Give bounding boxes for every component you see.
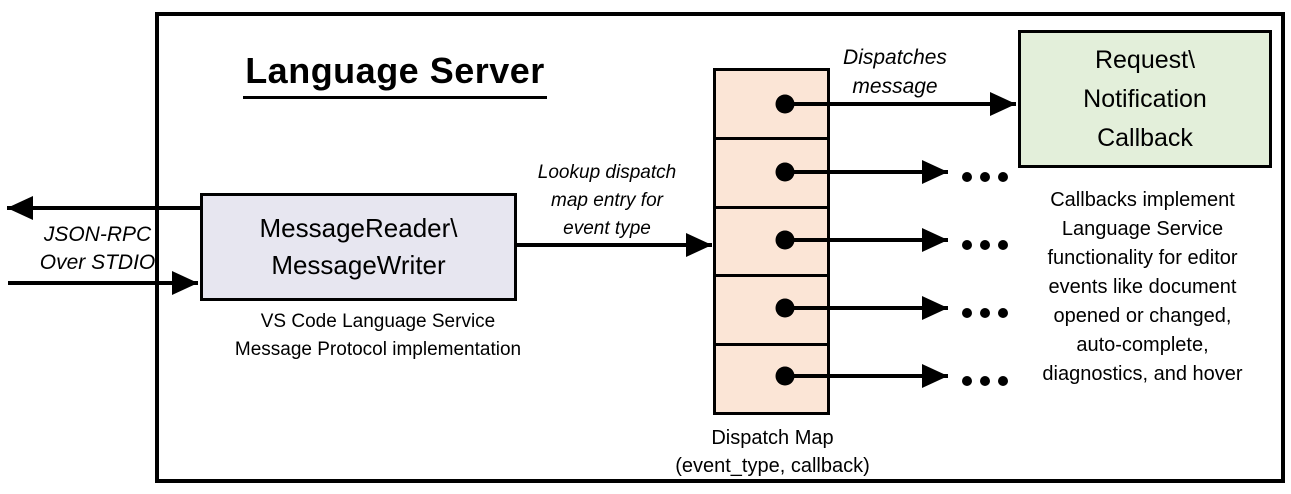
message-box-caption-line: Message Protocol implementation — [234, 339, 522, 360]
dispatch-map-label: Dispatch Map (event_type, callback) — [655, 424, 890, 480]
lookup-dispatch-label-line: event type — [563, 218, 651, 239]
dispatch-map-cell — [716, 277, 827, 347]
json-rpc-label-line: JSON-RPC — [43, 223, 152, 246]
callbacks-note-line: functionality for editor — [1047, 247, 1238, 269]
request-notification-callback-box: Request\ Notification Callback — [1018, 30, 1272, 168]
dispatch-map-label-line: Dispatch Map — [711, 427, 834, 449]
lookup-dispatch-label-line: Lookup dispatch — [537, 162, 677, 183]
callback-box-line: Notification — [1083, 84, 1207, 113]
callbacks-note-line: diagnostics, and hover — [1042, 363, 1243, 385]
callbacks-note-line: events like document — [1048, 276, 1237, 298]
dispatch-map-label-line: (event_type, callback) — [675, 455, 870, 477]
dispatch-map-cell — [716, 71, 827, 140]
diagram-title-text: Language Server — [243, 50, 547, 99]
message-box-line: MessageWriter — [271, 250, 446, 280]
callbacks-note: Callbacks implement Language Service fun… — [1005, 186, 1280, 389]
dispatches-message-label-line: Dispatches — [843, 46, 947, 69]
callbacks-note-line: opened or changed, — [1053, 305, 1232, 327]
lookup-dispatch-label: Lookup dispatch map entry for event type — [517, 159, 697, 243]
dispatches-message-label: Dispatches message — [830, 43, 960, 101]
dispatch-map — [713, 68, 830, 415]
lookup-dispatch-label-line: map entry for — [551, 190, 663, 211]
diagram-title: Language Server — [230, 50, 560, 99]
dispatch-map-cell — [716, 139, 827, 209]
callback-box-line: Callback — [1097, 123, 1193, 152]
callback-box-line: Request\ — [1094, 45, 1196, 74]
json-rpc-label-line: Over STDIO — [39, 251, 156, 274]
message-box-line: MessageReader\ — [259, 213, 458, 243]
message-box-caption-line: VS Code Language Service — [260, 311, 496, 332]
message-box-caption: VS Code Language Service Message Protoco… — [193, 308, 563, 364]
dispatch-map-cell — [716, 208, 827, 278]
dispatch-map-cell — [716, 346, 827, 412]
callbacks-note-line: auto-complete, — [1076, 334, 1209, 356]
json-rpc-label: JSON-RPC Over STDIO — [15, 221, 180, 277]
dispatches-message-label-line: message — [852, 75, 938, 98]
message-reader-writer-box: MessageReader\ MessageWriter — [200, 193, 517, 301]
callbacks-note-line: Callbacks implement — [1050, 189, 1235, 211]
callbacks-note-line: Language Service — [1061, 218, 1224, 240]
